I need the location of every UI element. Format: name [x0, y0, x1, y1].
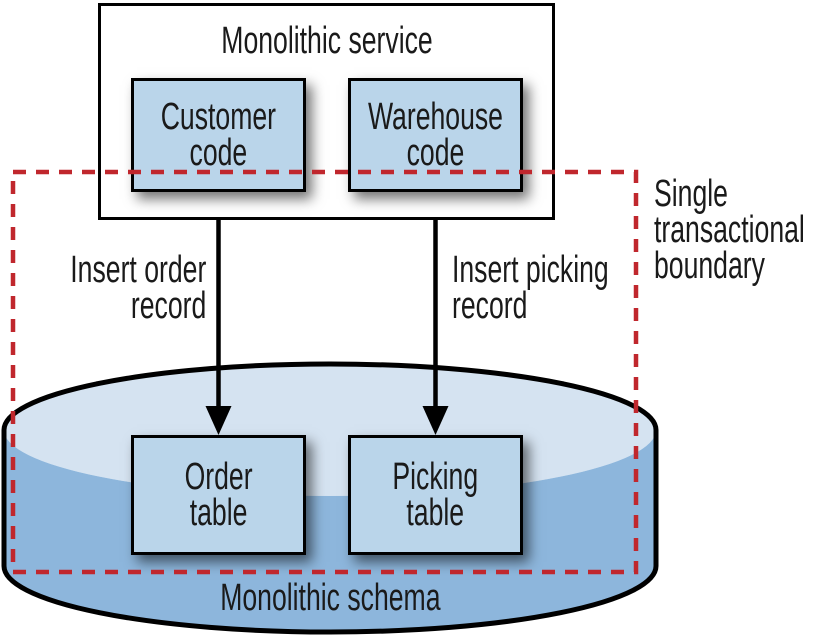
boundary-label-line3: boundary: [654, 245, 765, 287]
warehouse-code-box: Warehouse code: [348, 78, 523, 192]
boundary-label-line1: Single: [654, 173, 728, 215]
customer-code-box: Customer code: [131, 78, 306, 192]
transactional-boundary-outline: [10, 169, 639, 575]
warehouse-code-label-line1: Warehouse: [367, 96, 504, 138]
picking-arrow-head: [422, 406, 449, 435]
warehouse-code-label: Warehouse code: [367, 96, 504, 174]
transactional-boundary-label: Single transactional boundary: [654, 173, 823, 287]
monolithic-schema-label: Monolithic schema: [0, 577, 660, 619]
warehouse-code-label-line2: code: [406, 132, 465, 174]
insert-picking-record-line1: Insert picking: [452, 249, 609, 291]
order-table-box: Order table: [131, 435, 306, 555]
insert-order-record-line1: Insert order: [69, 249, 206, 291]
picking-table-label-line2: table: [406, 492, 465, 534]
monolithic-service-title: Monolithic service: [101, 20, 552, 62]
insert-order-record-text: Insert order record: [69, 249, 206, 327]
insert-picking-record-line2: record: [452, 285, 528, 327]
insert-order-record-line2: record: [130, 285, 206, 327]
customer-code-label-line2: code: [189, 132, 248, 174]
picking-table-label: Picking table: [392, 456, 479, 534]
monolithic-service-title-text: Monolithic service: [220, 20, 433, 62]
insert-order-record-label: Insert order record: [0, 249, 206, 327]
picking-table-label-line1: Picking: [392, 456, 479, 498]
picking-table-box: Picking table: [348, 435, 523, 555]
insert-picking-record-text: Insert picking record: [452, 249, 609, 327]
monolithic-schema-text: Monolithic schema: [219, 577, 441, 619]
customer-code-label: Customer code: [160, 96, 277, 174]
order-arrow-head: [205, 406, 232, 435]
insert-picking-record-label: Insert picking record: [452, 249, 676, 327]
boundary-label-line2: transactional: [654, 209, 805, 251]
order-table-label-line2: table: [189, 492, 248, 534]
cylinder-top-ellipse: [4, 364, 656, 496]
customer-code-label-line1: Customer: [160, 96, 277, 138]
order-table-label: Order table: [184, 456, 253, 534]
order-table-label-line1: Order: [184, 456, 253, 498]
transactional-boundary-text: Single transactional boundary: [654, 173, 805, 287]
